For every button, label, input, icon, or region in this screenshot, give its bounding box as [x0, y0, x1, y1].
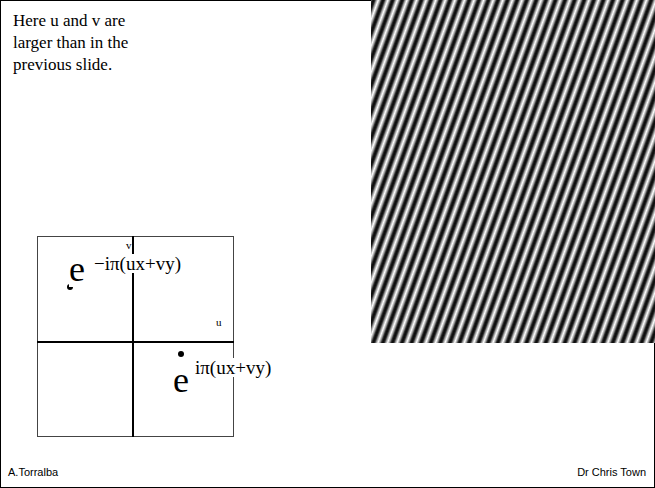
credit-text: Dr Chris Town [577, 467, 646, 478]
exponential-base: e [173, 362, 189, 398]
sinusoid-grating [371, 0, 655, 343]
exponent-text: −iπ(ux+vy) [94, 254, 181, 273]
axis-label: v [126, 240, 132, 251]
slide-note: Here u and v are larger than in the prev… [13, 10, 148, 76]
axis-label: u [216, 317, 222, 328]
frequency-plane-box [38, 237, 234, 437]
frequency-dot [178, 351, 184, 357]
credit-text: A.Torralba [8, 467, 58, 478]
u-axis [37, 341, 234, 343]
exponent-text: iπ(ux+vy) [195, 358, 271, 377]
exponential-base: e [69, 251, 85, 287]
